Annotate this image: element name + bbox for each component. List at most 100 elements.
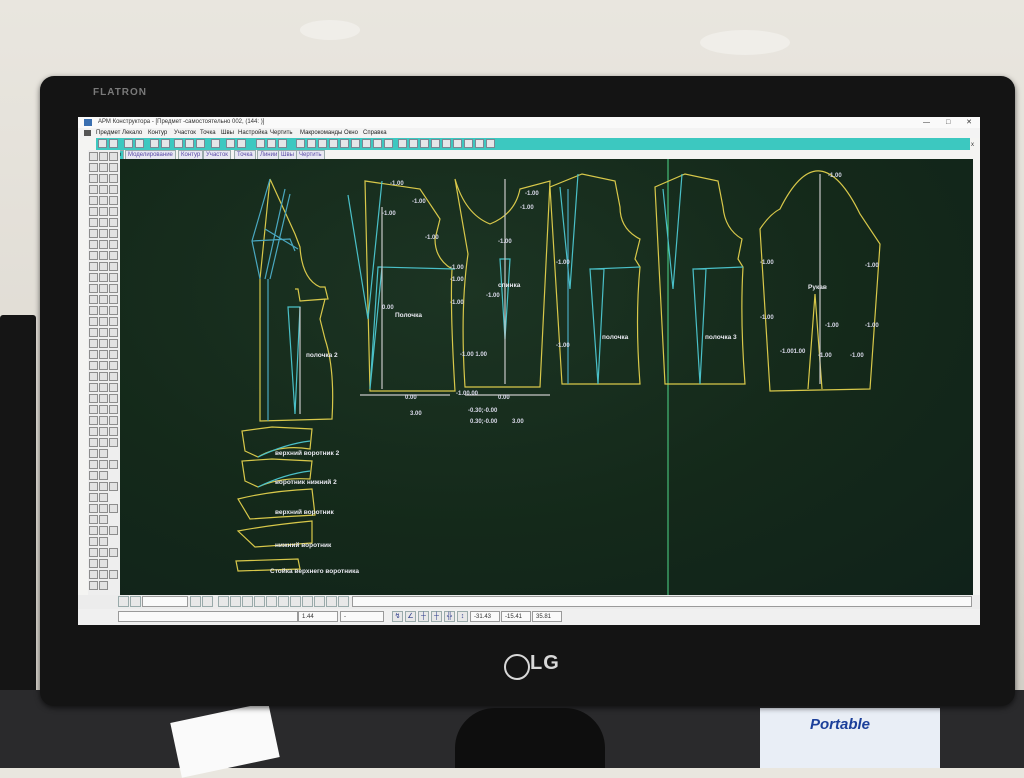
tool-palette-button-icon[interactable] [99, 174, 108, 183]
tool-palette-button-icon[interactable] [89, 482, 98, 491]
tool-palette-button-icon[interactable] [99, 427, 108, 436]
tool-palette-button-icon[interactable] [89, 196, 98, 205]
tool-palette-button-icon[interactable] [109, 295, 118, 304]
tool-palette-button-icon[interactable] [99, 350, 108, 359]
tool-palette-button-icon[interactable] [89, 240, 98, 249]
tool-palette-button-icon[interactable] [99, 339, 108, 348]
line-width-select[interactable]: 1.44 [298, 611, 338, 622]
tool-palette-button-icon[interactable] [109, 416, 118, 425]
tool-palette-button-icon[interactable] [99, 229, 108, 238]
tool-palette-button-icon[interactable] [89, 493, 98, 502]
tool-palette-button-icon[interactable] [109, 339, 118, 348]
tool-palette-button-icon[interactable] [89, 570, 98, 579]
tool-palette-button-icon[interactable] [89, 185, 98, 194]
toolbar-button-icon[interactable] [267, 139, 276, 148]
toolbar-button-icon[interactable] [453, 139, 462, 148]
tool-palette-button-icon[interactable] [109, 526, 118, 535]
toolbar-button-icon[interactable] [351, 139, 360, 148]
tool-palette-button-icon[interactable] [89, 295, 98, 304]
toolbar-button-icon[interactable] [109, 139, 118, 148]
tool-palette-button-icon[interactable] [99, 438, 108, 447]
tool-palette-button-icon[interactable] [99, 471, 108, 480]
tool-palette-button-icon[interactable] [109, 548, 118, 557]
tool-palette-button-icon[interactable] [99, 328, 108, 337]
tool-palette-button-icon[interactable] [109, 361, 118, 370]
tool-palette-button-icon[interactable] [99, 273, 108, 282]
menu-nastroyka[interactable]: Настройка [238, 130, 268, 136]
pattern-piece-verhniy-vorotnik[interactable] [237, 488, 316, 520]
menu-predmet[interactable]: Предмет [96, 130, 121, 136]
tool-palette-button-icon[interactable] [89, 229, 98, 238]
tool-palette-button-icon[interactable] [99, 504, 108, 513]
tool-palette-button-icon[interactable] [89, 526, 98, 535]
menu-lekalo[interactable]: Лекало [122, 130, 143, 136]
close-button[interactable]: ✕ [966, 119, 972, 126]
tool-palette-button-icon[interactable] [99, 559, 108, 568]
tool-palette-button-icon[interactable] [109, 482, 118, 491]
tool-palette-button-icon[interactable] [99, 526, 108, 535]
tool-palette-button-icon[interactable] [109, 240, 118, 249]
menu-tochka[interactable]: Точка [200, 130, 216, 136]
tool-palette-button-icon[interactable] [89, 383, 98, 392]
tool-palette-button-icon[interactable] [99, 152, 108, 161]
tool-palette-button-icon[interactable] [89, 515, 98, 524]
measure-icon[interactable]: ↕ [457, 611, 468, 622]
drawing-tool-button-icon[interactable] [218, 596, 229, 607]
align-mid-icon[interactable]: ┼ [431, 611, 442, 622]
toolbar-button-icon[interactable] [431, 139, 440, 148]
toolbar-button-icon[interactable] [409, 139, 418, 148]
tool-palette-button-icon[interactable] [89, 438, 98, 447]
tool-palette-button-icon[interactable] [99, 537, 108, 546]
toolbar-button-icon[interactable] [256, 139, 265, 148]
tool-palette-button-icon[interactable] [89, 306, 98, 315]
tool-palette-button-icon[interactable] [99, 548, 108, 557]
tool-palette-button-icon[interactable] [109, 394, 118, 403]
tool-palette-button-icon[interactable] [89, 449, 98, 458]
tool-palette-button-icon[interactable] [109, 218, 118, 227]
tool-palette-button-icon[interactable] [99, 262, 108, 271]
tool-palette-button-icon[interactable] [89, 262, 98, 271]
toolbar-button-icon[interactable] [226, 139, 235, 148]
drawing-tool-button-icon[interactable] [130, 596, 141, 607]
tool-palette-button-icon[interactable] [89, 361, 98, 370]
drawing-tool-button-icon[interactable] [190, 596, 201, 607]
menu-spravka[interactable]: Справка [363, 130, 387, 136]
pattern-piece-polochka[interactable] [549, 173, 641, 385]
tool-palette-button-icon[interactable] [99, 460, 108, 469]
line-style-select[interactable]: - [340, 611, 384, 622]
tool-palette-button-icon[interactable] [109, 174, 118, 183]
toolbar-button-icon[interactable] [211, 139, 220, 148]
tool-palette-button-icon[interactable] [109, 427, 118, 436]
tool-palette-button-icon[interactable] [99, 372, 108, 381]
angle-icon[interactable]: ∠ [405, 611, 416, 622]
minimize-button[interactable]: — [922, 119, 930, 126]
drawing-tool-button-icon[interactable] [242, 596, 253, 607]
tool-palette-button-icon[interactable] [109, 185, 118, 194]
tool-palette-button-icon[interactable] [109, 372, 118, 381]
tool-palette-button-icon[interactable] [99, 306, 108, 315]
tool-palette-button-icon[interactable] [89, 416, 98, 425]
toolbar-button-icon[interactable] [307, 139, 316, 148]
tool-palette-button-icon[interactable] [89, 273, 98, 282]
toolbar-button-icon[interactable] [278, 139, 287, 148]
toolbar-button-icon[interactable] [398, 139, 407, 148]
drawing-tool-button-icon[interactable] [118, 596, 129, 607]
tool-palette-button-icon[interactable] [99, 361, 108, 370]
drawing-tool-button-icon[interactable] [326, 596, 337, 607]
tool-palette-button-icon[interactable] [99, 240, 108, 249]
tool-palette-button-icon[interactable] [99, 295, 108, 304]
drawing-tool-button-icon[interactable] [254, 596, 265, 607]
tool-palette-button-icon[interactable] [89, 163, 98, 172]
pattern-piece-stoyka[interactable] [235, 558, 301, 572]
drawing-tool-button-icon[interactable] [302, 596, 313, 607]
drawing-tool-button-icon[interactable] [202, 596, 213, 607]
drawing-canvas[interactable]: полочка 2 Полочка спинка [120, 159, 973, 595]
pattern-piece-rukav[interactable] [759, 170, 881, 392]
tool-palette-button-icon[interactable] [109, 207, 118, 216]
tool-palette-button-icon[interactable] [109, 152, 118, 161]
drawing-tool-button-icon[interactable] [314, 596, 325, 607]
toolbar-button-icon[interactable] [362, 139, 371, 148]
pattern-piece-polochka-front[interactable] [347, 180, 456, 396]
toolbar-button-icon[interactable] [237, 139, 246, 148]
tool-palette-button-icon[interactable] [109, 460, 118, 469]
